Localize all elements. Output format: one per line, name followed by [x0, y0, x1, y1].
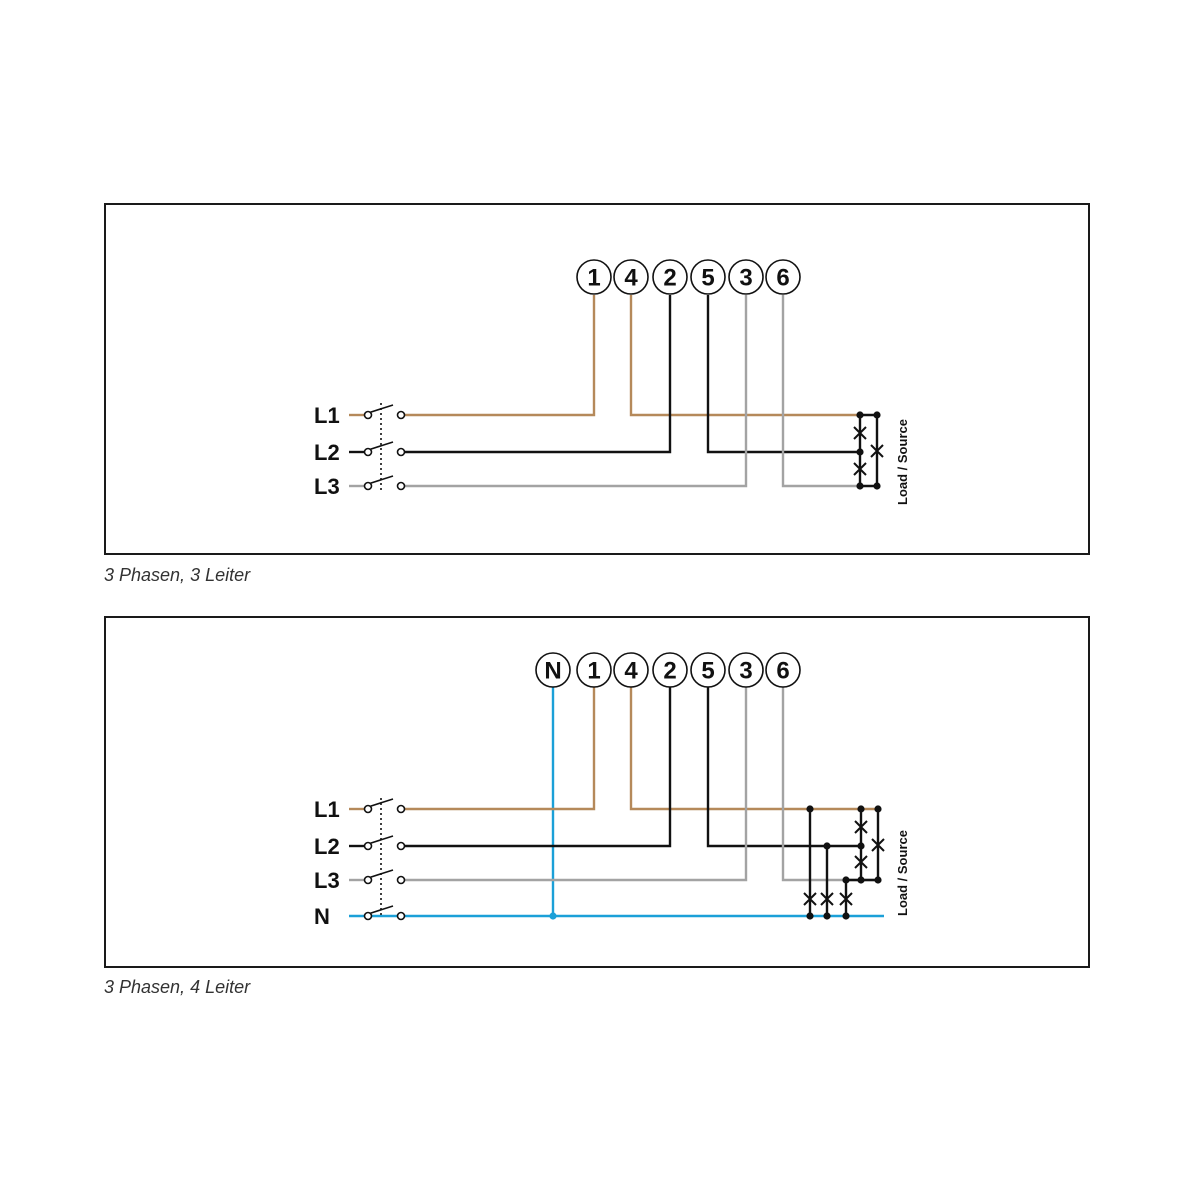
wire-terminal-1: [405, 686, 596, 811]
terminal-6-circle: [765, 652, 801, 688]
terminal-3-circle: [728, 259, 764, 295]
line-label-l1: L1: [314, 403, 340, 428]
load-impedance-x: [839, 892, 853, 906]
line-label-l3: L3: [314, 474, 340, 499]
terminal-3-circle: [728, 652, 764, 688]
load-impedance-x: [820, 892, 834, 906]
terminal-label-5: 5: [701, 658, 714, 685]
four-pole-switch: [363, 798, 406, 921]
load-impedance-x: [803, 892, 817, 906]
terminal-label-4: 4: [624, 265, 638, 292]
terminal-2-circle: [652, 259, 688, 295]
terminal-1-circle: [576, 652, 612, 688]
line-label-l1: L1: [314, 797, 340, 822]
wire-terminal-5: [706, 295, 858, 454]
line-label-n: N: [314, 904, 330, 929]
load-impedance-x: [853, 462, 867, 476]
terminal-5-circle: [690, 259, 726, 295]
terminal-label-1: 1: [587, 265, 600, 292]
load-impedance-x: [854, 855, 868, 869]
load-impedance-x: [854, 820, 868, 834]
terminal-label-6: 6: [776, 658, 789, 685]
terminal-1-circle: [576, 259, 612, 295]
wire-terminal-6: [781, 295, 858, 488]
terminal-label-5: 5: [701, 265, 714, 292]
wire-terminal-5: [706, 686, 862, 848]
wire-terminal-2: [405, 295, 672, 454]
wire-terminal-4: [629, 295, 858, 417]
line-label-l2: L2: [314, 440, 340, 465]
terminal-5-circle: [690, 652, 726, 688]
wire-terminal-1: [405, 295, 596, 417]
terminal-label-1: 1: [587, 658, 600, 685]
terminal-n-circle: [535, 652, 571, 688]
load-impedance-x: [870, 444, 884, 458]
terminal-6-circle: [765, 259, 801, 295]
terminal-label-6: 6: [776, 265, 789, 292]
terminal-4-circle: [613, 652, 649, 688]
terminal-label-n: N: [544, 658, 561, 685]
line-label-l2: L2: [314, 834, 340, 859]
terminal-label-2: 2: [663, 658, 676, 685]
terminal-2-circle: [652, 652, 688, 688]
caption-4-wire: 3 Phasen, 4 Leiter: [104, 977, 251, 997]
load-source-label: Load / Source: [895, 830, 910, 916]
terminal-label-3: 3: [739, 265, 752, 292]
three-pole-switch: [363, 403, 406, 491]
line-label-l3: L3: [314, 868, 340, 893]
caption-3-wire: 3 Phasen, 3 Leiter: [104, 565, 251, 585]
terminal-4-circle: [613, 259, 649, 295]
wire-terminal-2: [405, 686, 672, 848]
terminal-label-4: 4: [624, 658, 638, 685]
wire-terminal-3: [405, 295, 748, 488]
load-impedance-x: [853, 426, 867, 440]
wire-terminal-4: [629, 686, 879, 811]
wire-terminal-3: [405, 686, 748, 882]
terminal-label-3: 3: [739, 658, 752, 685]
terminal-label-2: 2: [663, 265, 676, 292]
load-source-label: Load / Source: [895, 419, 910, 505]
load-impedance-x: [871, 838, 885, 852]
wire-terminal-6: [781, 686, 879, 882]
